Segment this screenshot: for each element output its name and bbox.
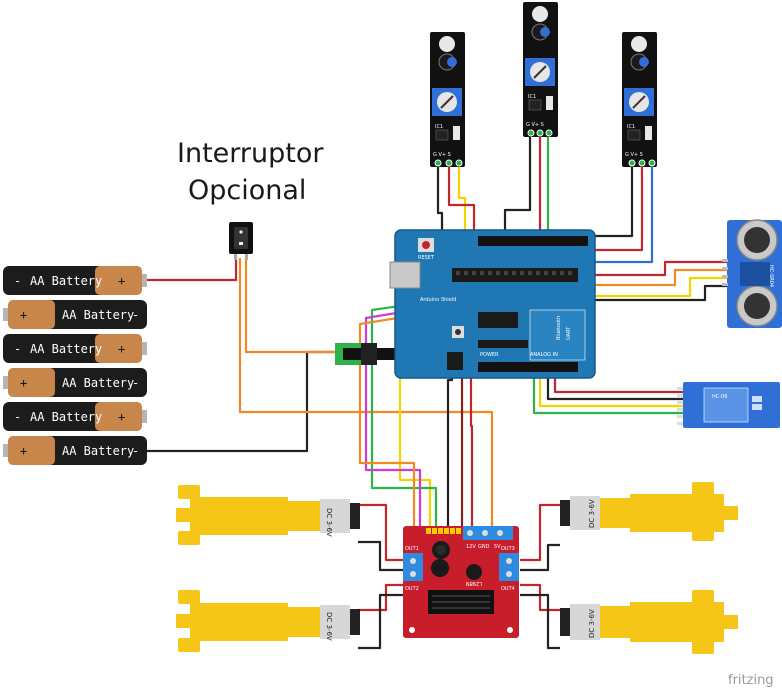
battery-3-minus: - [14, 342, 21, 356]
wire-drv-darkred [454, 365, 464, 530]
l298n-driver: 12V GND 5V OUT1 OUT2 OUT3 OUT4 L298N [403, 526, 519, 638]
battery-3-plus: + [118, 342, 125, 356]
wire-motorL2-red [358, 583, 405, 612]
driver-out4: OUT4 [501, 586, 515, 592]
wire-motorR2-red [520, 583, 560, 612]
battery-2-minus: - [132, 308, 139, 322]
ir-sensor-right: IC1 G V+ S [622, 32, 657, 167]
driver-gnd: GND [478, 544, 490, 550]
wire-battery-black [142, 350, 345, 453]
wire-us-yellow [555, 276, 727, 298]
ultrasonic-model: HC-SR04 [768, 265, 774, 287]
battery-4-minus: - [132, 376, 139, 390]
sensor-left-ic: IC1 [435, 124, 443, 130]
wire-us-black [565, 284, 727, 302]
ir-sensor-left: IC1 G V+ S [430, 32, 465, 167]
battery-1-minus: - [14, 274, 21, 288]
motor-bottom-right: DC 3-6V [560, 590, 738, 654]
arduino-bluetooth-label: Bluetooth [556, 316, 562, 340]
wire-motorL1-black [358, 540, 405, 572]
battery-6-label: AA Battery [62, 444, 134, 458]
driver-out1: OUT1 [405, 546, 419, 552]
driver-out3: OUT3 [501, 546, 515, 552]
fritzing-watermark: fritzing [728, 673, 774, 688]
battery-pack: - AA Battery + + AA Battery - - AA Batte… [3, 266, 147, 465]
sensor-middle-ic: IC1 [528, 94, 536, 100]
battery-4-plus: + [20, 376, 27, 390]
motor-top-left: DC 3-6V [176, 485, 360, 545]
battery-1-plus: + [118, 274, 125, 288]
motor-top-right: DC 3-6V [560, 482, 738, 541]
sensor-middle-pins: G V+ S [526, 122, 544, 128]
arduino-analog-label: ANALOG IN [530, 352, 558, 358]
ir-sensor-middle: IC1 G V+ S [523, 2, 558, 137]
title-line-2: Opcional [188, 175, 306, 206]
sensor-left-pins: G V+ S [433, 152, 451, 158]
wire-motorR2-black [520, 593, 560, 650]
battery-5-minus: - [14, 410, 21, 424]
bluetooth-model: HC-06 [712, 394, 727, 400]
driver-out2: OUT2 [405, 586, 419, 592]
driver-model: L298N [466, 580, 482, 586]
wire-motorR1-red [520, 503, 560, 562]
motor-bottom-left-label: DC 3-6V [325, 612, 333, 641]
wire-motorL2-black [358, 593, 405, 650]
battery-6: + AA Battery - [3, 436, 147, 465]
sensor-right-pins: G V+ S [625, 152, 643, 158]
battery-2: + AA Battery - [3, 300, 147, 329]
rocker-switch [229, 222, 253, 260]
battery-6-minus: - [132, 444, 139, 458]
wire-motorR1-black [520, 543, 560, 572]
sensor-right-ic: IC1 [627, 124, 635, 130]
ultrasonic-sensor: HC-SR04 [722, 219, 782, 328]
wire-drv-red [469, 365, 474, 530]
battery-3-label: AA Battery [30, 342, 102, 356]
motor-top-left-label: DC 3-6V [325, 508, 333, 537]
battery-3: - AA Battery + [3, 334, 147, 363]
battery-4: + AA Battery - [3, 368, 147, 397]
arduino-shield: RESET Arduino Shield Bluetooth UART POWE… [389, 229, 596, 379]
arduino-power-label: POWER [480, 352, 499, 358]
battery-5-label: AA Battery [30, 410, 102, 424]
wire-switch-orange [244, 255, 335, 354]
wire-us-red [540, 260, 727, 277]
battery-2-plus: + [20, 308, 27, 322]
arduino-reset-label: RESET [418, 255, 435, 261]
battery-5: - AA Battery + [3, 402, 147, 431]
title-line-1: Interruptor [177, 138, 324, 169]
motor-bottom-right-label: DC 3-6V [588, 609, 596, 638]
motor-bottom-left: DC 3-6V [176, 590, 360, 652]
driver-12v: 12V [466, 544, 476, 550]
battery-4-label: AA Battery [62, 376, 134, 390]
battery-1-label: AA Battery [30, 274, 102, 288]
arduino-shield-label: Arduino Shield [420, 297, 456, 303]
wire-motorL1-red [358, 503, 405, 562]
driver-5v: 5V [494, 544, 501, 550]
battery-5-plus: + [118, 410, 125, 424]
battery-1: - AA Battery + [3, 266, 147, 295]
wire-battery-red [142, 255, 238, 282]
wire-drv-black [446, 365, 454, 530]
battery-6-plus: + [20, 444, 27, 458]
battery-2-label: AA Battery [62, 308, 134, 322]
wire-us-orange [548, 268, 727, 287]
arduino-uart-label: UART [566, 326, 572, 340]
bluetooth-module: HC-06 [677, 382, 780, 428]
motor-top-right-label: DC 3-6V [588, 499, 596, 528]
